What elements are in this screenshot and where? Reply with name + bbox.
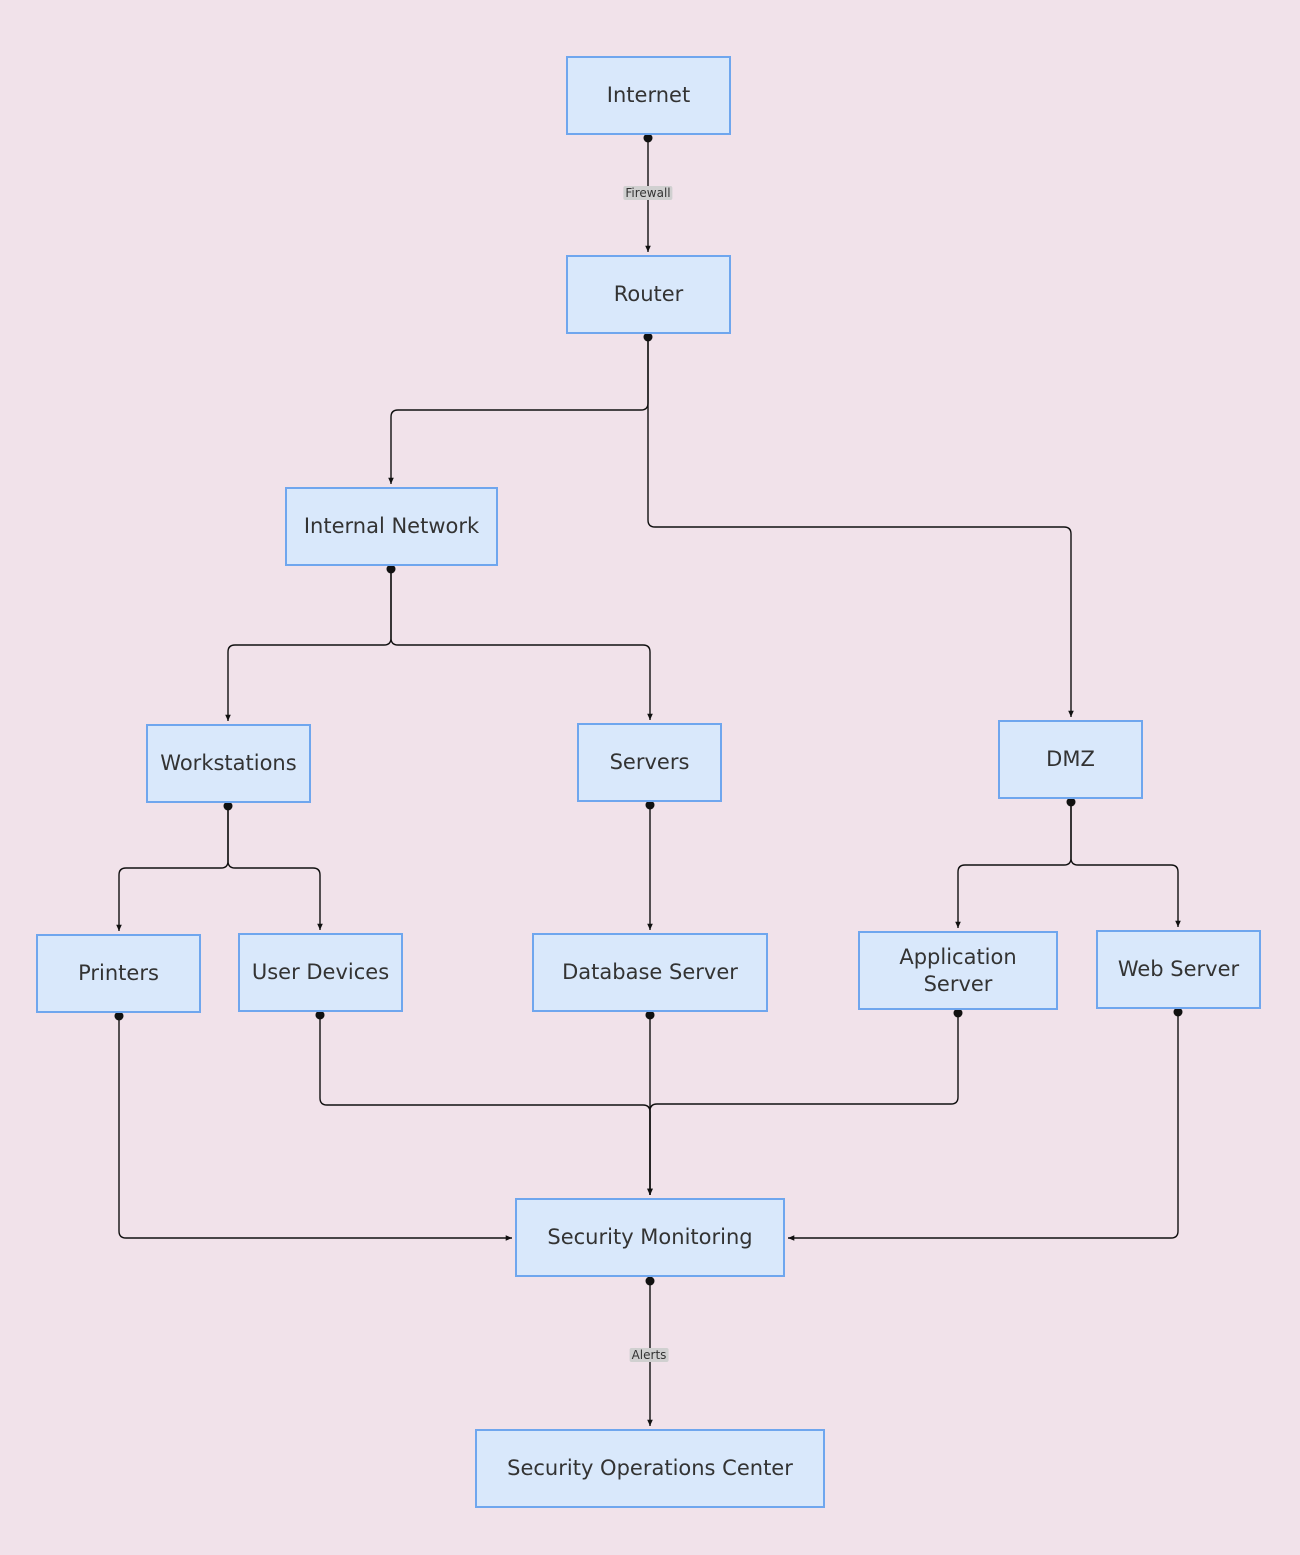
edge-workstations-user-devices [227,806,323,930]
node-security-monitoring[interactable]: Security Monitoring [515,1198,785,1277]
node-security-operations-center[interactable]: Security Operations Center [475,1429,825,1508]
edge-start-dot [643,133,653,143]
edge-start-dot [645,1010,655,1020]
edge-router-dmz [647,337,1074,717]
node-application-server[interactable]: Application Server [858,931,1058,1010]
node-servers[interactable]: Servers [577,723,722,802]
edge-start-dot [315,1010,325,1020]
edge-start-dot [645,1276,655,1286]
edge-application-server-security-monitoring [647,1013,959,1195]
edge-dmz-application-server [955,802,1072,928]
node-internal-network[interactable]: Internal Network [285,487,498,566]
node-printers[interactable]: Printers [36,934,201,1013]
edge-start-dot [114,1011,124,1021]
edge-workstations-printers [116,806,229,931]
edge-label-firewall: Firewall [623,186,673,200]
edge-printers-security-monitoring [118,1016,512,1241]
edge-web-server-security-monitoring [788,1012,1179,1241]
node-user-devices[interactable]: User Devices [238,933,403,1012]
edge-internal-network-workstations [225,569,392,721]
node-web-server[interactable]: Web Server [1096,930,1261,1009]
edge-start-dot [1173,1007,1183,1017]
edge-start-dot [386,564,396,574]
node-router[interactable]: Router [566,255,731,334]
edge-start-dot [643,332,653,342]
edge-start-dot [645,800,655,810]
edge-label-alerts: Alerts [629,1348,669,1362]
node-database-server[interactable]: Database Server [532,933,768,1012]
edge-router-internal-network [388,337,649,484]
edge-start-dot [223,801,233,811]
edge-user-devices-security-monitoring [319,1015,653,1195]
edge-start-dot [1066,797,1076,807]
edge-dmz-web-server [1070,802,1181,927]
node-workstations[interactable]: Workstations [146,724,311,803]
node-dmz[interactable]: DMZ [998,720,1143,799]
node-internet[interactable]: Internet [566,56,731,135]
edge-start-dot [953,1008,963,1018]
edge-internal-network-servers [390,569,653,720]
